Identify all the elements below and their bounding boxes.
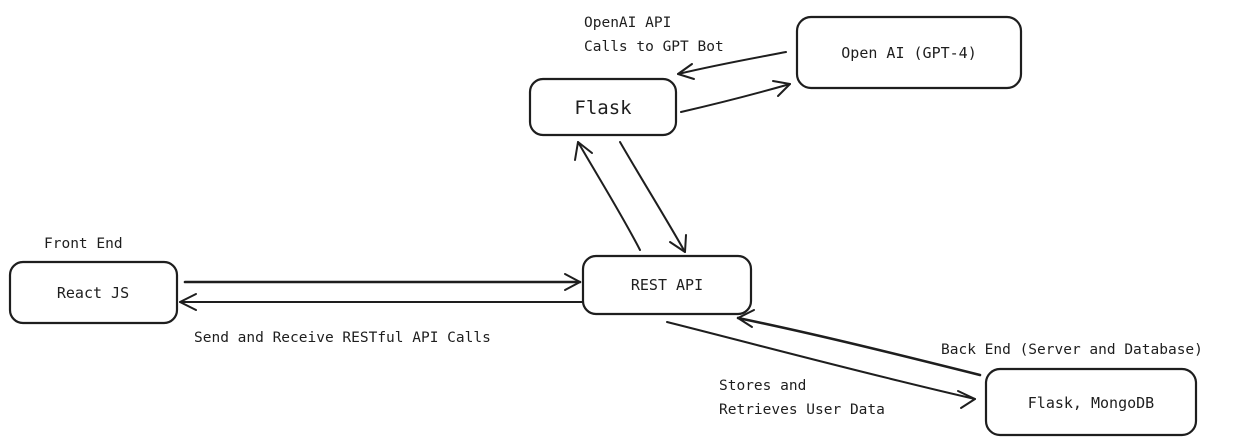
- label-restful-calls: Send and Receive RESTful API Calls: [194, 330, 491, 346]
- label-openai-calls-line-2: Calls to GPT Bot: [584, 39, 724, 55]
- node-flask-top-label: Flask: [574, 97, 632, 119]
- label-front-end: Front End: [44, 236, 123, 252]
- node-react: React JS: [8, 260, 179, 325]
- arrow-flask-to-rest: [619, 141, 687, 253]
- label-openai-calls-line-1: OpenAI API: [584, 15, 671, 31]
- arrow-rest-to-flask: [574, 141, 641, 251]
- label-openai-calls: OpenAI API Calls to GPT Bot: [584, 15, 724, 55]
- arrow-backend-to-rest: [736, 309, 982, 377]
- node-flask-top: Flask: [528, 77, 678, 137]
- label-user-data: Stores and Retrieves User Data: [719, 378, 885, 418]
- node-rest-api: REST API: [581, 254, 753, 316]
- label-user-data-line-2: Retrieves User Data: [719, 402, 885, 418]
- node-backend: Flask, MongoDB: [984, 367, 1198, 437]
- node-rest-api-label: REST API: [631, 276, 703, 294]
- node-backend-label: Flask, MongoDB: [1028, 394, 1154, 412]
- arrow-rest-to-backend: [666, 321, 976, 409]
- arrow-react-to-rest: [183, 273, 582, 291]
- node-react-label: React JS: [57, 284, 129, 302]
- arrow-rest-to-react: [179, 293, 583, 311]
- label-back-end: Back End (Server and Database): [941, 342, 1203, 358]
- label-user-data-line-1: Stores and: [719, 378, 806, 394]
- node-openai-label: Open AI (GPT-4): [841, 44, 976, 62]
- arrow-openai-to-flask: [677, 51, 787, 80]
- arrow-flask-to-openai: [680, 80, 791, 113]
- node-openai: Open AI (GPT-4): [795, 15, 1023, 90]
